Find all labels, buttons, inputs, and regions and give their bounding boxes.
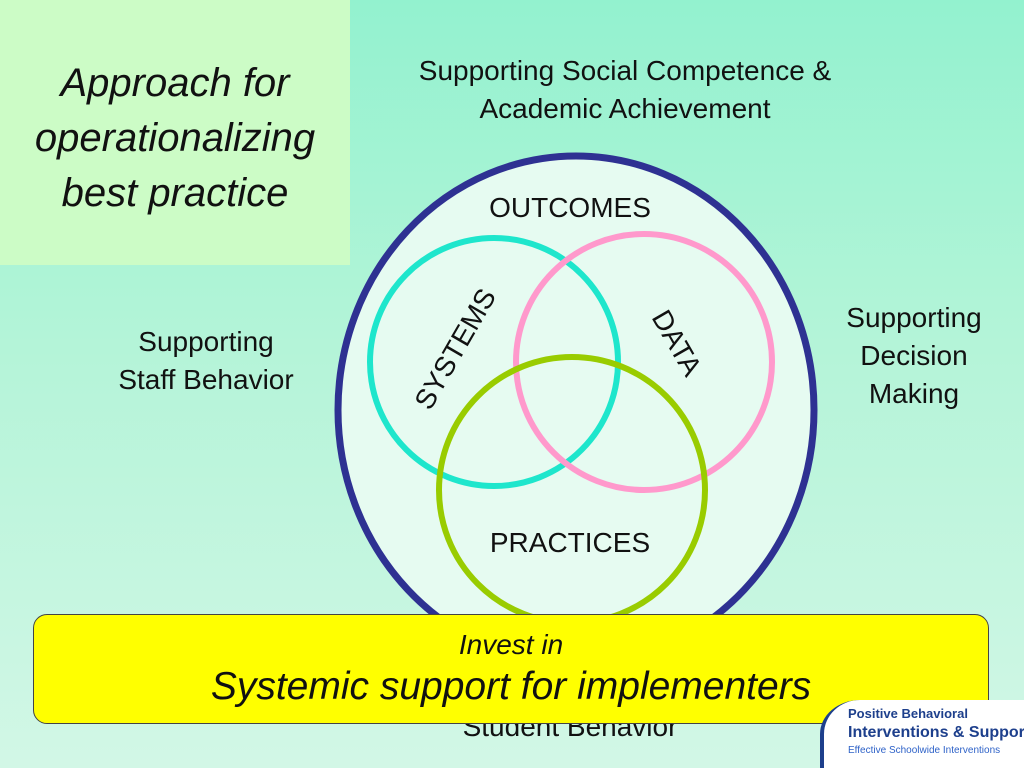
- outcomes-label: OUTCOMES: [489, 192, 651, 223]
- practices-label: PRACTICES: [490, 527, 650, 558]
- banner-line1: Invest in: [458, 629, 564, 660]
- right-label: Supporting Decision Making: [846, 302, 982, 409]
- systems-ring: [367, 235, 621, 489]
- logo-line2: Interventions & Supports: [848, 724, 1024, 741]
- pbis-logo: Positive Behavioral Interventions & Supp…: [820, 700, 1024, 768]
- invest-banner: Invest in Systemic support for implement…: [33, 614, 989, 724]
- outer-ring: [334, 152, 818, 668]
- title-panel: Approach for operationalizing best pract…: [0, 0, 350, 265]
- left-label: Supporting Staff Behavior: [118, 326, 294, 395]
- data-ring: [513, 231, 775, 493]
- slide-title: Approach for operationalizing best pract…: [34, 61, 316, 215]
- logo-line3: Effective Schoolwide Interventions: [848, 745, 1001, 756]
- top-label: Supporting Social Competence & Academic …: [418, 55, 832, 124]
- banner-line2: Systemic support for implementers: [210, 665, 812, 708]
- logo-line1: Positive Behavioral: [848, 706, 968, 721]
